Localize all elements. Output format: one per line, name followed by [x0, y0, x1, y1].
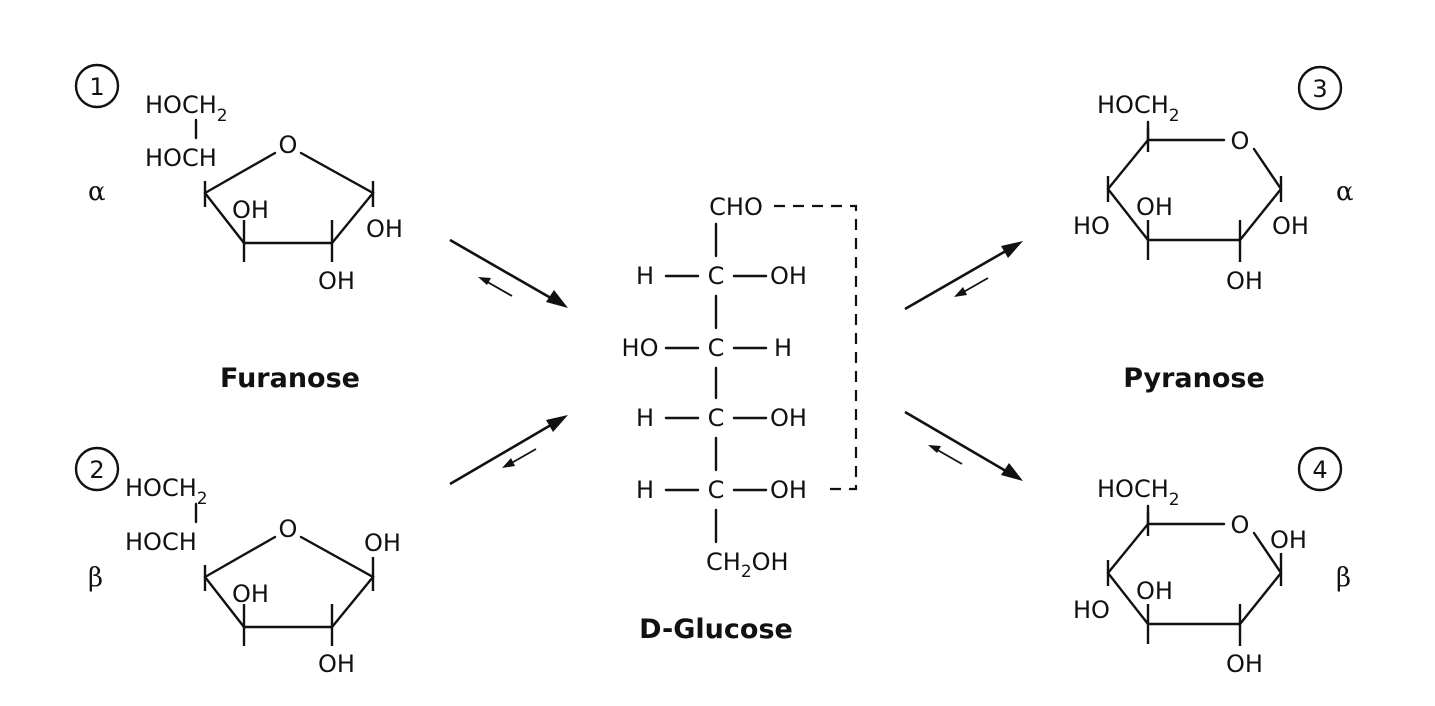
hoch-text: HOCH	[145, 91, 217, 119]
substituent-oh: OH	[364, 529, 401, 557]
pyranose-label: Pyranose	[1123, 363, 1265, 394]
anomer-label: β	[88, 563, 103, 593]
equilibrium-arrows-right	[904, 241, 1023, 481]
beta-pyranose: 4 HOCH2 O OH HO OH OH β	[1073, 446, 1351, 678]
row-carbon: C	[708, 262, 725, 290]
number-4-circle	[1297, 446, 1343, 492]
row-carbon: C	[708, 334, 725, 362]
subscript-2: 2	[1169, 106, 1180, 126]
substituent-oh: OH	[1136, 577, 1173, 605]
row-right: OH	[770, 262, 807, 290]
structure-number-4: 4	[1312, 456, 1327, 484]
arrowhead	[546, 290, 568, 308]
glucose-top: CHO	[709, 193, 763, 221]
substituent-oh: OH	[1272, 212, 1309, 240]
subscript-2: 2	[217, 106, 228, 126]
hoch-text: HOCH	[1097, 475, 1169, 503]
glucose-label: D-Glucose	[639, 614, 793, 645]
substituent-ho: HO	[1073, 212, 1110, 240]
ring-oxygen: O	[1231, 511, 1250, 539]
number-2-circle	[74, 446, 120, 492]
alpha-pyranose: 3 HOCH2 O HO OH OH OH α	[1073, 65, 1354, 295]
arrowhead	[546, 415, 568, 432]
equilibrium-arrows-left	[449, 238, 568, 486]
row-left: H	[636, 476, 654, 504]
arrowhead	[1001, 241, 1023, 258]
row-left: H	[636, 262, 654, 290]
structure-number-1: 1	[89, 73, 104, 101]
anomer-label: β	[1336, 563, 1351, 593]
arrowhead	[1001, 463, 1023, 481]
sidechain-hoch2: HOCH2	[1097, 475, 1180, 510]
ring-oxygen: O	[1231, 127, 1250, 155]
row-left: H	[636, 404, 654, 432]
row-left: HO	[622, 334, 659, 362]
arrowhead	[478, 277, 491, 285]
reverse-arrow	[933, 447, 963, 465]
hoch-text: HOCH	[1097, 91, 1169, 119]
number-3-circle	[1297, 65, 1343, 111]
furanose-label: Furanose	[220, 363, 360, 394]
row-right: OH	[770, 404, 807, 432]
ring-bonds	[203, 535, 375, 629]
sidechain-hoch-top: HOCH2	[125, 474, 208, 509]
forward-arrow	[449, 238, 557, 303]
reverse-arrow	[483, 279, 513, 297]
structure-number-2: 2	[89, 456, 104, 484]
substituent-ho: HO	[1073, 596, 1110, 624]
anomer-label: α	[1336, 177, 1354, 207]
d-glucose-fischer: CHO H C OH HO C H H C OH H C OH CH2OH	[622, 193, 858, 582]
arrowhead	[928, 445, 941, 453]
structure-number-3: 3	[1312, 75, 1327, 103]
beta-furanose: 2 HOCH2 HOCH β O OH OH OH	[74, 446, 401, 678]
substituent-oh: OH	[366, 215, 403, 243]
row-right: H	[774, 334, 792, 362]
arrowhead	[502, 458, 515, 468]
row-carbon: C	[708, 476, 725, 504]
ring-bonds	[1106, 522, 1283, 626]
hoch-text: HOCH	[125, 474, 197, 502]
substituent-oh: OH	[318, 650, 355, 678]
ring-bonds	[203, 151, 375, 245]
forward-arrow	[904, 246, 1012, 311]
ring-bond	[203, 535, 277, 579]
subscript-2: 2	[1169, 490, 1180, 510]
substituent-oh: OH	[1136, 193, 1173, 221]
ch-text: CH	[706, 548, 741, 576]
substituent-oh: OH	[1226, 650, 1263, 678]
sidechain-hoch-bottom: HOCH	[145, 144, 217, 172]
glucose-bottom: CH2OH	[706, 548, 789, 582]
ring-closure-dashed-line	[774, 204, 858, 491]
arrowhead	[954, 287, 967, 297]
substituent-oh: OH	[1226, 267, 1263, 295]
subscript-2: 2	[197, 489, 208, 509]
ring-oxygen: O	[279, 131, 298, 159]
substituent-oh: OH	[232, 580, 269, 608]
substituent-oh: OH	[232, 196, 269, 224]
sidechain-hoch2: HOCH2	[1097, 91, 1180, 126]
sidechain-hoch-bottom: HOCH	[125, 528, 197, 556]
sidechain-hoch-top: HOCH2	[145, 91, 228, 126]
ring-oxygen: O	[279, 515, 298, 543]
substituent-oh: OH	[318, 267, 355, 295]
forward-arrow	[449, 420, 557, 486]
ring-bonds	[1106, 138, 1283, 242]
number-1-circle	[74, 63, 120, 109]
subscript-2: 2	[741, 562, 752, 582]
ring-bond	[203, 151, 277, 195]
forward-arrow	[904, 410, 1012, 476]
alpha-furanose: 1 HOCH2 HOCH α O OH OH OH	[74, 63, 403, 295]
row-carbon: C	[708, 404, 725, 432]
substituent-oh: OH	[1270, 526, 1307, 554]
anomer-label: α	[88, 177, 106, 207]
oh-text: OH	[752, 548, 789, 576]
row-right: OH	[770, 476, 807, 504]
